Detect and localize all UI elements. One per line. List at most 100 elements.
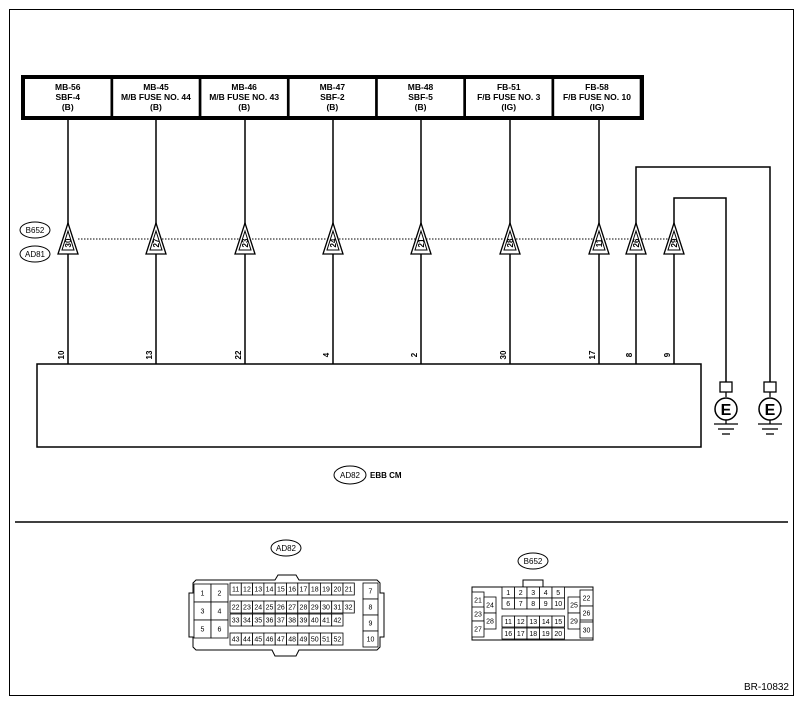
b652-pin-cell: 8 bbox=[526, 597, 540, 610]
module-pin-22: 22 bbox=[234, 350, 243, 359]
b652-pin-cell: 9 bbox=[539, 597, 553, 610]
module-pin-17: 17 bbox=[588, 350, 597, 359]
ground-1: E bbox=[714, 381, 738, 435]
module-label: AD82 EBB CM bbox=[333, 465, 402, 485]
cell-label: 17 bbox=[517, 631, 525, 638]
module-pin-13: 13 bbox=[145, 350, 154, 359]
ad82-pin-cell: 16 bbox=[286, 582, 299, 596]
b652-pin-cell: 25 bbox=[567, 596, 581, 614]
ad82-pin-cell: 32 bbox=[342, 600, 355, 614]
ad82-pin-cell: 9 bbox=[362, 614, 379, 632]
fuse-block-power: (B) bbox=[326, 102, 338, 112]
cell-label: 24 bbox=[486, 603, 494, 610]
fuse-block-power: (B) bbox=[415, 102, 427, 112]
fuse-block-id: MB-46 bbox=[231, 82, 257, 92]
cell-label: 46 bbox=[266, 637, 274, 644]
cell-label: 14 bbox=[542, 619, 550, 626]
ad82-pin-cell: 45 bbox=[252, 632, 265, 646]
cell-label: 12 bbox=[517, 619, 525, 626]
ad82-pin-cell: 19 bbox=[319, 582, 333, 596]
fuse-block-id: FB-58 bbox=[585, 82, 609, 92]
pin-triangle-inner bbox=[238, 229, 252, 251]
cell-label: 22 bbox=[232, 605, 240, 612]
b652-label-text: B652 bbox=[26, 226, 45, 235]
ad82-pin-cell: 14 bbox=[263, 582, 276, 596]
cell-label: 29 bbox=[570, 619, 578, 626]
b652-pin-cell: 27 bbox=[471, 620, 485, 638]
fuse-block-power: (IG) bbox=[501, 102, 516, 112]
cell-label: 17 bbox=[300, 587, 308, 594]
cell-label: 7 bbox=[369, 589, 373, 596]
ad82-label-text: AD82 bbox=[340, 471, 361, 480]
cell-label: 30 bbox=[583, 628, 591, 635]
ad82-face-label: AD82 bbox=[276, 544, 297, 553]
connector-pin-24: 24 bbox=[322, 220, 344, 255]
cell-label: 36 bbox=[266, 618, 274, 625]
cell-label: 15 bbox=[554, 619, 562, 626]
cell-label: 32 bbox=[345, 605, 353, 612]
pin-triangle-inner bbox=[592, 229, 606, 251]
b652-pin-cell: 7 bbox=[514, 597, 528, 610]
ad82-pin-cell: 26 bbox=[274, 600, 287, 614]
cell-label: 16 bbox=[504, 631, 512, 638]
cell-label: 25 bbox=[570, 603, 578, 610]
fuse-block-cell bbox=[466, 79, 552, 116]
cell-label: 33 bbox=[232, 618, 240, 625]
fuse-block-name: SBF-4 bbox=[55, 92, 80, 102]
ad82-pin-cell: 40 bbox=[308, 613, 321, 627]
ad82-pin-cell: 48 bbox=[286, 632, 299, 646]
b652-pin-cell: 3 bbox=[526, 586, 540, 599]
fuse-block-6: FB-51F/B FUSE NO. 3(IG) bbox=[466, 79, 552, 116]
fuse-block-cell bbox=[113, 79, 199, 116]
ad82-pin-cell: 22 bbox=[229, 600, 242, 614]
connector-b652-label: B652 bbox=[19, 221, 51, 239]
ad82-pin-cell: 42 bbox=[331, 613, 344, 627]
ad82-pin-cell: 8 bbox=[362, 598, 379, 616]
fuse-block-name: M/B FUSE NO. 44 bbox=[121, 92, 191, 102]
cell-label: 47 bbox=[277, 637, 285, 644]
ad82-pin-cell: 20 bbox=[331, 582, 344, 596]
ad82-pin-cell: 49 bbox=[297, 632, 310, 646]
ad82-pin-cell: 52 bbox=[331, 632, 344, 646]
cell-label: 4 bbox=[218, 609, 222, 616]
module-pin-9: 9 bbox=[663, 352, 672, 357]
ad82-pin-cell: 7 bbox=[362, 582, 379, 600]
cell-label: 28 bbox=[486, 619, 494, 626]
ad82-pin-cell: 43 bbox=[229, 632, 242, 646]
connector-pin-30: 30 bbox=[57, 220, 79, 255]
fuse-block-cell bbox=[25, 79, 111, 116]
b652-pin-cell: 15 bbox=[551, 615, 565, 628]
connector-pin-number: 11 bbox=[595, 238, 604, 247]
cell-label: 3 bbox=[531, 590, 535, 597]
pin-triangle-inner bbox=[667, 229, 681, 251]
fuse-block-id: MB-48 bbox=[408, 82, 434, 92]
cell-label: 15 bbox=[277, 587, 285, 594]
cell-label: 3 bbox=[201, 609, 205, 616]
ad82-pin-cell: 2 bbox=[210, 583, 229, 603]
cell-label: 12 bbox=[243, 587, 251, 594]
pin-triangle-inner bbox=[61, 229, 75, 251]
ad82-pin-cell: 47 bbox=[274, 632, 287, 646]
connector-pin-number: 29 bbox=[670, 238, 679, 247]
module-name-text: EBB CM bbox=[370, 471, 402, 480]
cell-label: 26 bbox=[277, 605, 285, 612]
ebb-cm-module bbox=[36, 363, 702, 448]
fuse-block-power: (B) bbox=[238, 102, 250, 112]
ground-symbol-letter: E bbox=[765, 402, 776, 419]
pin-triangle-inner bbox=[149, 229, 163, 251]
cell-label: 34 bbox=[243, 618, 251, 625]
b652-pin-cell: 1 bbox=[501, 586, 515, 599]
connector-pin-26: 26 bbox=[625, 220, 647, 255]
cell-label: 6 bbox=[218, 627, 222, 634]
cell-label: 38 bbox=[288, 618, 296, 625]
ad82-pin-cell: 1 bbox=[193, 583, 212, 603]
cell-label: 5 bbox=[201, 627, 205, 634]
cell-label: 48 bbox=[288, 637, 296, 644]
ad82-pin-cell: 44 bbox=[240, 632, 254, 646]
module-pin-10: 10 bbox=[57, 350, 66, 359]
ad82-pin-cell: 23 bbox=[240, 600, 254, 614]
